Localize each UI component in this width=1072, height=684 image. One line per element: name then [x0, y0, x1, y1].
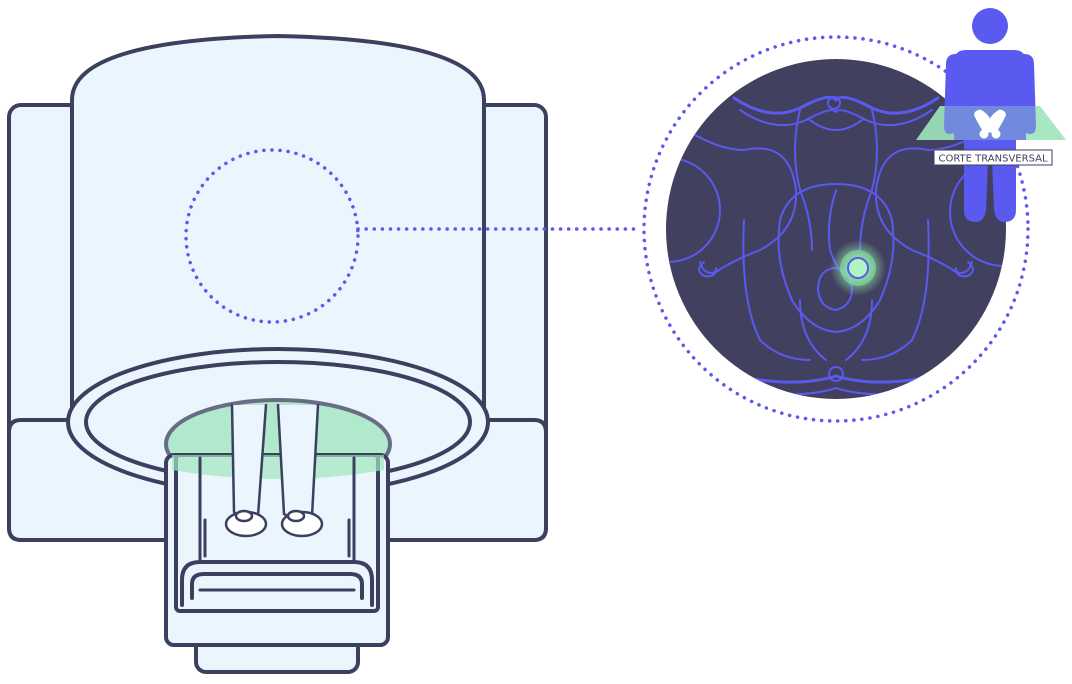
- scan-region: [184, 148, 360, 324]
- patient-table: [164, 453, 390, 674]
- slice-label: CORTE TRANSVERSAL: [938, 154, 1047, 165]
- transverse-scan-view: [666, 59, 1006, 399]
- table-handle: [180, 560, 374, 607]
- human-figure-icon: [916, 8, 1066, 222]
- slice-label-box: CORTE TRANSVERSAL: [933, 149, 1053, 166]
- lesion-marker-icon: [830, 240, 886, 296]
- pelvis-icon: [974, 109, 1006, 139]
- patient-feet-icon: [224, 403, 324, 538]
- scan-frame: [642, 35, 1030, 423]
